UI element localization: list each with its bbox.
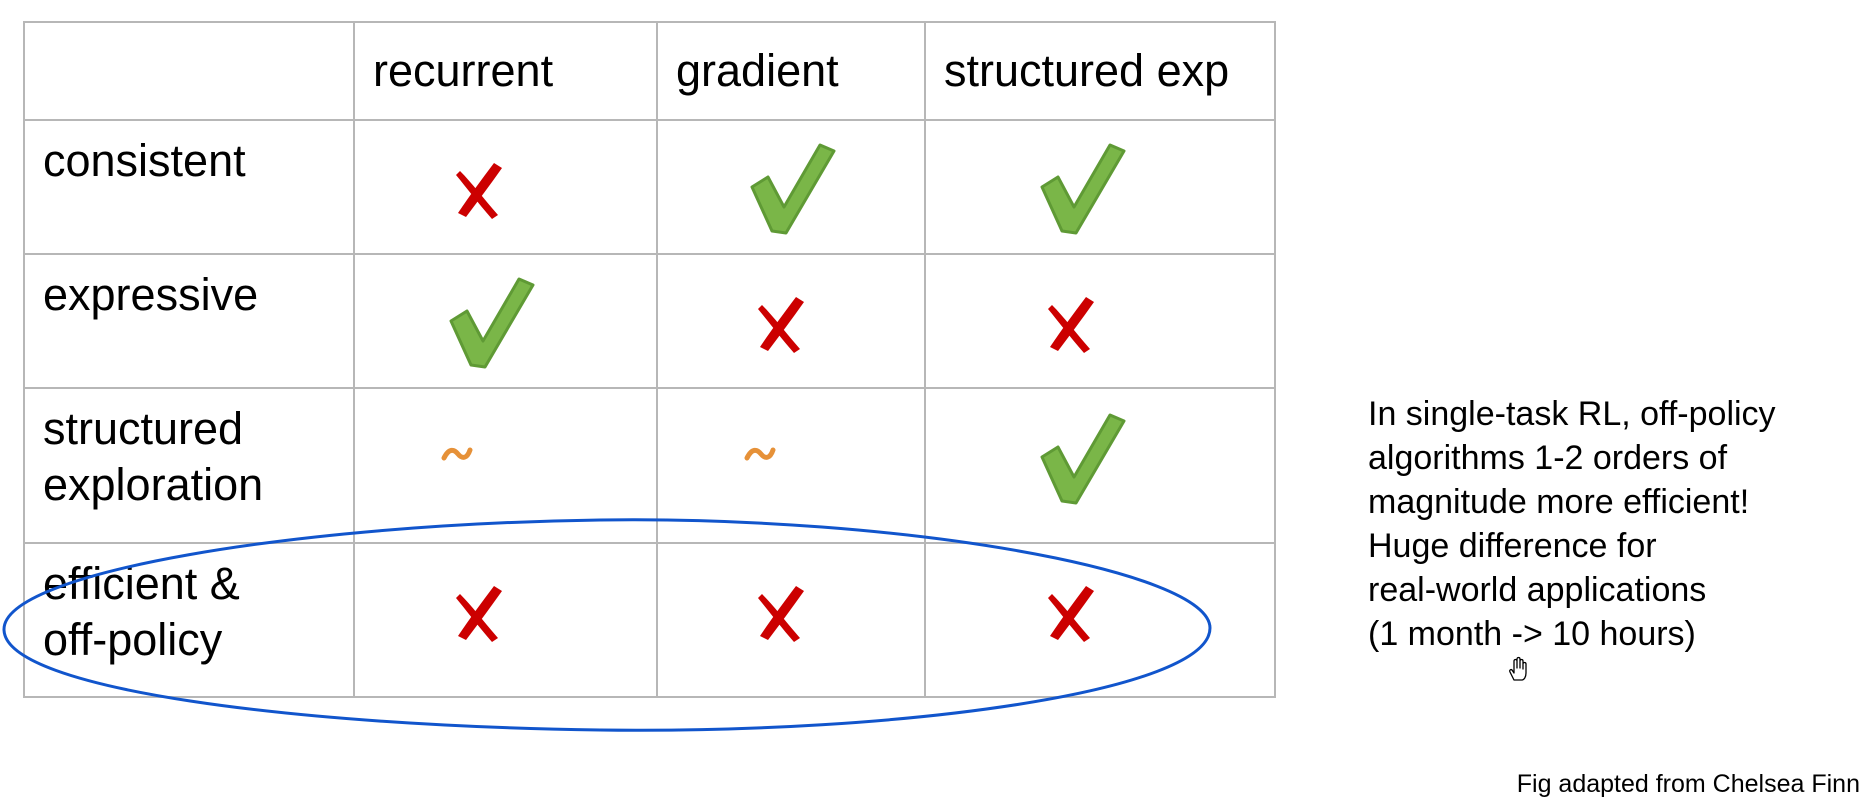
figure-credit: Fig adapted from Chelsea Finn	[1516, 770, 1860, 798]
table-row: structured exploration	[23, 387, 1276, 544]
cell-structured-exploration-recurrent	[353, 387, 658, 544]
row-label-expressive: expressive	[23, 253, 355, 389]
cross-mark-icon	[456, 586, 502, 642]
cross-mark-icon	[758, 586, 804, 642]
table-row: consistent	[23, 119, 1276, 255]
cell-structured-exploration-gradient	[656, 387, 926, 544]
header-corner	[23, 21, 355, 121]
tilde-mark-icon	[744, 447, 776, 461]
cross-mark-icon	[1048, 586, 1094, 642]
cell-consistent-gradient	[656, 119, 926, 255]
note-line: Huge difference for	[1368, 527, 1657, 565]
note-text: In single-task RL, off-policy algorithms…	[1368, 392, 1848, 656]
cross-mark-icon	[1048, 297, 1094, 353]
cross-mark-icon	[456, 163, 502, 219]
note-line: (1 month -> 10 hours)	[1368, 615, 1696, 653]
note-line: algorithms 1-2 orders of	[1368, 439, 1728, 477]
cell-structured-exploration-structured-exp	[924, 387, 1276, 544]
cross-mark-icon	[758, 297, 804, 353]
cell-consistent-recurrent	[353, 119, 658, 255]
cell-efficient-off-policy-gradient	[656, 542, 926, 698]
table-row: efficient & off-policy	[23, 542, 1276, 698]
note-line: real-world applications	[1368, 571, 1707, 609]
column-header-gradient: gradient	[656, 21, 926, 121]
check-mark-icon	[449, 277, 535, 369]
note-line: magnitude more efficient!	[1368, 483, 1750, 521]
note-line: In single-task RL, off-policy	[1368, 395, 1776, 433]
row-label-structured-exploration: structured exploration	[23, 387, 355, 544]
header-row: recurrent gradient structured exp	[23, 21, 1276, 121]
cell-consistent-structured-exp	[924, 119, 1276, 255]
row-label-consistent: consistent	[23, 119, 355, 255]
check-mark-icon	[750, 143, 836, 235]
column-header-structured-exp: structured exp	[924, 21, 1276, 121]
check-mark-icon	[1040, 143, 1126, 235]
check-mark-icon	[1040, 413, 1126, 505]
cell-expressive-recurrent	[353, 253, 658, 389]
hand-cursor-icon	[1509, 656, 1527, 681]
tilde-mark-icon	[441, 447, 473, 461]
comparison-table: recurrent gradient structured exp consis…	[23, 21, 1276, 698]
row-label-efficient-off-policy: efficient & off-policy	[23, 542, 355, 698]
cell-efficient-off-policy-structured-exp	[924, 542, 1276, 698]
cell-expressive-gradient	[656, 253, 926, 389]
cell-efficient-off-policy-recurrent	[353, 542, 658, 698]
table-row: expressive	[23, 253, 1276, 389]
cell-expressive-structured-exp	[924, 253, 1276, 389]
column-header-recurrent: recurrent	[353, 21, 658, 121]
